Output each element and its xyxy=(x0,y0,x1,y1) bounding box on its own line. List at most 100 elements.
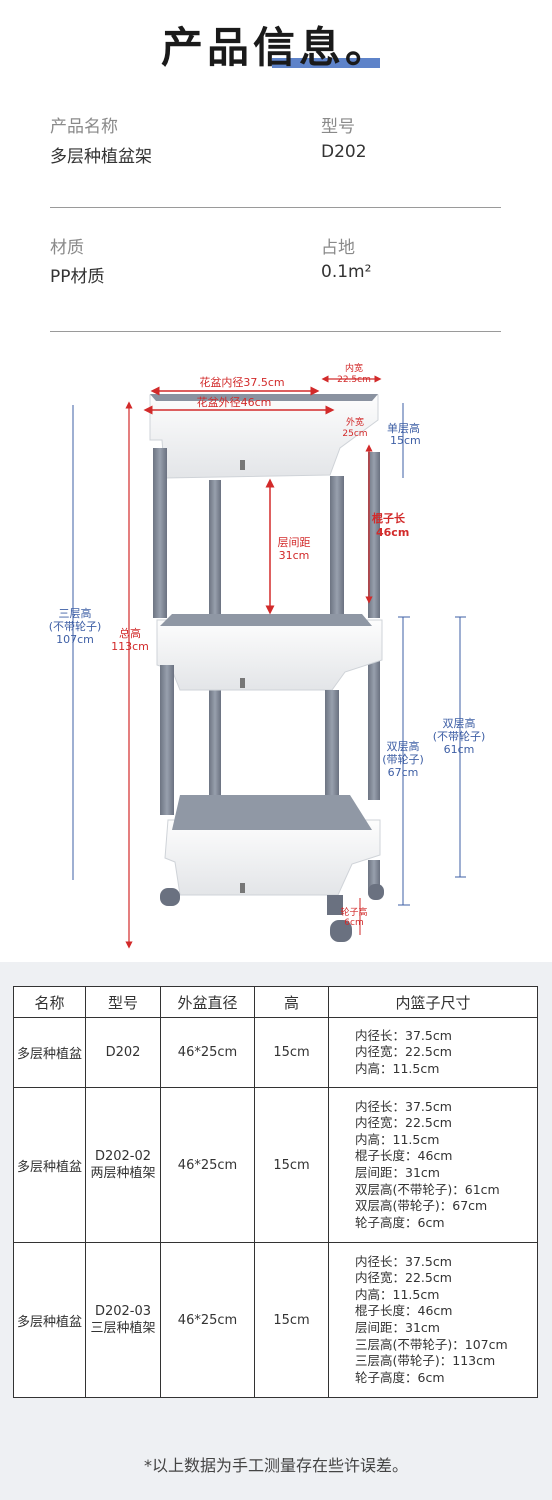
wheel-height-value: 6cm xyxy=(344,918,363,928)
detail-line: 内径宽：22.5cm xyxy=(355,1044,452,1060)
wheel xyxy=(368,884,384,900)
total-height-value: 113cm xyxy=(111,640,149,653)
basket-bottom xyxy=(164,819,381,896)
model-line: D202-03 xyxy=(94,1304,152,1319)
layer-gap-value: 31cm xyxy=(279,549,310,562)
wheel xyxy=(327,895,343,915)
model-cell: D202-03 三层种植架 xyxy=(85,1242,161,1398)
detail-line: 层间距：31cm xyxy=(355,1165,440,1180)
outer-size-cell: 46*25cm xyxy=(160,1242,255,1398)
pole-length-value: 46cm xyxy=(376,526,409,539)
two-layer-wheel-sub: (带轮子) xyxy=(382,752,424,766)
rack-pole xyxy=(368,660,380,800)
model-line: 两层种植架 xyxy=(90,1166,156,1181)
detail-line: 棍子长度：46cm xyxy=(355,1148,453,1164)
material-value: PP材质 xyxy=(50,267,105,287)
detail-line: 层间距：31cm xyxy=(355,1320,440,1335)
detail-line: 内径宽：22.5cm xyxy=(355,1115,452,1131)
single-height-label: 单层高 xyxy=(387,421,420,435)
two-layer-wheel-value: 67cm xyxy=(388,766,419,779)
three-layer-sub: (不带轮子) xyxy=(49,619,102,633)
name-value: 多层种植盆架 xyxy=(50,147,152,167)
rack-pole xyxy=(330,476,344,628)
divider xyxy=(50,331,501,332)
detail-line: 内径长：37.5cm xyxy=(355,1098,452,1114)
area-label: 占地 xyxy=(321,238,355,258)
two-layer-nowheel-value: 61cm xyxy=(444,743,475,756)
column-header: 高 xyxy=(254,986,329,1018)
height-cell: 15cm xyxy=(254,1017,329,1088)
rack-pole xyxy=(325,690,339,818)
single-height-value: 15cm xyxy=(390,434,421,447)
two-layer-wheel-label: 双层高 xyxy=(387,739,420,753)
three-layer-value: 107cm xyxy=(56,633,94,646)
inner-width-value: 22.5cm xyxy=(337,375,371,385)
wheel xyxy=(160,888,180,906)
detail-line: 三层高(带轮子)：113cm xyxy=(355,1353,496,1369)
rack-pole xyxy=(209,480,221,618)
detail-line: 内高：11.5cm xyxy=(355,1286,440,1302)
footnote: *以上数据为手工测量存在些许误差。 xyxy=(143,1456,408,1475)
outer-width-value: 25cm xyxy=(342,429,367,439)
layer-gap-label: 层间距 xyxy=(278,536,311,549)
wheel xyxy=(330,920,352,942)
two-layer-nowheel-label: 双层高 xyxy=(443,716,476,730)
model-label: 型号 xyxy=(321,117,355,137)
rack-pole xyxy=(209,690,221,802)
total-height-label: 总高 xyxy=(119,626,141,640)
detail-line: 内高：11.5cm xyxy=(355,1060,440,1076)
basket-top xyxy=(149,394,379,479)
model-cell: D202-02 两层种植架 xyxy=(85,1087,161,1243)
outer-length-label: 花盆外径46cm xyxy=(197,395,272,409)
three-layer-label: 三层高 xyxy=(59,606,92,620)
inner-length-label: 花盆内径37.5cm xyxy=(199,375,284,389)
model-line: 三层种植架 xyxy=(90,1321,156,1336)
basket-middle xyxy=(156,619,383,691)
column-header: 名称 xyxy=(13,986,86,1018)
model-cell: D202 xyxy=(85,1017,161,1088)
column-header: 外盆直径 xyxy=(160,986,255,1018)
model-line: D202 xyxy=(105,1045,141,1060)
rack-pole xyxy=(153,448,167,618)
detail-line: 内径长：37.5cm xyxy=(355,1253,452,1269)
outer-size-cell: 46*25cm xyxy=(160,1087,255,1243)
detail-line: 内径长：37.5cm xyxy=(355,1027,452,1043)
detail-line: 双层高(带轮子)：67cm xyxy=(355,1198,488,1214)
height-cell: 15cm xyxy=(254,1087,329,1243)
inner-width-label: 内宽 xyxy=(345,362,363,374)
area-value: 0.1m² xyxy=(321,262,372,282)
detail-line: 双层高(不带轮子)：61cm xyxy=(355,1181,500,1197)
name-label: 产品名称 xyxy=(50,117,118,137)
divider xyxy=(50,207,501,208)
column-header: 型号 xyxy=(85,986,161,1018)
model-line: D202-02 xyxy=(94,1149,152,1164)
two-layer-nowheel-sub: (不带轮子) xyxy=(433,729,486,743)
rack-diagram: 花盆内径37.5cm 花盆外径46cm 内宽 22.5cm 外宽 25cm 单层… xyxy=(49,362,486,949)
detail-line: 轮子高度：6cm xyxy=(355,1214,445,1230)
name-cell: 多层种植盆 xyxy=(13,1242,86,1398)
detail-line: 轮子高度：6cm xyxy=(355,1369,445,1385)
name-cell: 多层种植盆 xyxy=(13,1087,86,1243)
rack-pole xyxy=(368,860,380,890)
outer-size-cell: 46*25cm xyxy=(160,1017,255,1088)
wheel-height-label: 轮子高 xyxy=(340,906,367,918)
detail-line: 内径宽：22.5cm xyxy=(355,1270,452,1286)
detail-line: 三层高(不带轮子)：107cm xyxy=(355,1336,508,1352)
page-title: 产品信息。 xyxy=(160,23,391,72)
model-value: D202 xyxy=(321,142,367,162)
height-cell: 15cm xyxy=(254,1242,329,1398)
column-header: 内篮子尺寸 xyxy=(328,986,538,1018)
pole-length-label: 棍子长 xyxy=(372,511,406,525)
detail-line: 内高：11.5cm xyxy=(355,1131,440,1147)
rack-pole xyxy=(160,665,174,815)
detail-line: 棍子长度：46cm xyxy=(355,1303,453,1319)
outer-width-label: 外宽 xyxy=(346,416,364,428)
name-cell: 多层种植盆 xyxy=(13,1017,86,1088)
